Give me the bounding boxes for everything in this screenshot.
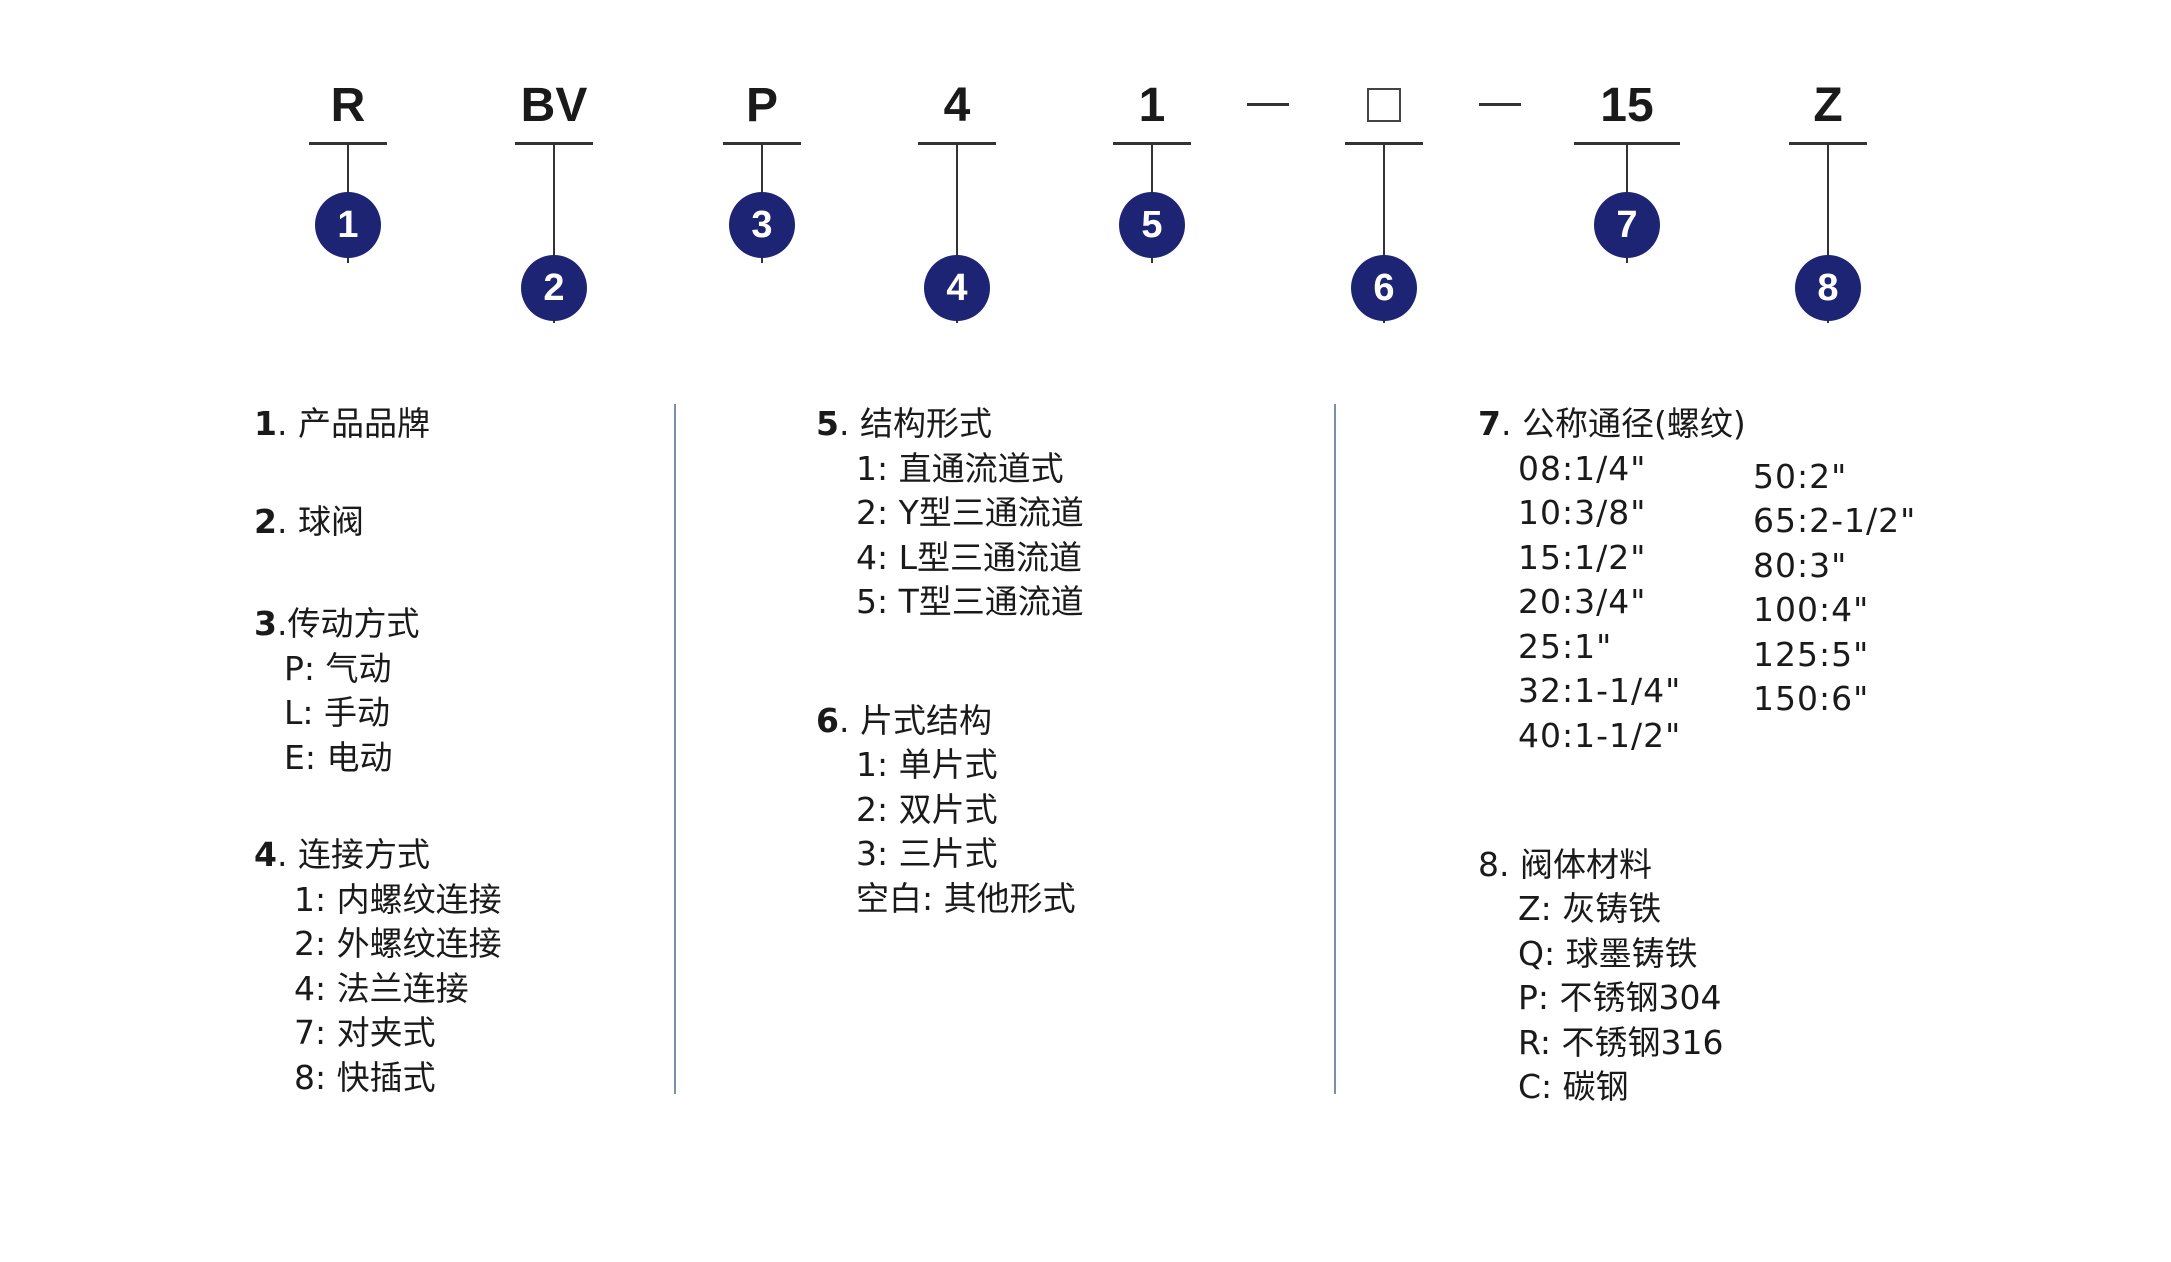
code-segment-connection: 4 4 [897, 70, 1017, 323]
code-segment-brand: R 1 [288, 70, 408, 263]
number-badge: 3 [729, 192, 795, 258]
legend-heading-nominal-size: 7. 公称通径(螺纹) [1478, 404, 1746, 443]
list-item: 10:3/8" [1518, 493, 1647, 532]
code-segment-text: BV [520, 79, 588, 132]
size-list-right: 50:2" 65:2-1/2" 80:3" 100:4" 125:5" 150:… [1753, 455, 1916, 722]
list-item: 20:3/4" [1518, 582, 1647, 621]
legend-column-1: 1. 产品品牌 2. 球阀 3.传动方式 P: 气动 L: 手动 E: 电动 4… [254, 402, 502, 1100]
code-segment-structure: 1 5 [1092, 70, 1212, 263]
list-item: 125:5" [1753, 634, 1870, 674]
code-segment-text: 4 [943, 79, 971, 132]
list-item: 08:1/4" [1518, 448, 1647, 488]
list-item: L: 手动 [284, 693, 390, 732]
legend-heading-body-material: 8. 阀体材料 [1478, 844, 1652, 884]
number-badge: 6 [1351, 255, 1417, 321]
list-item: 100:4" [1753, 590, 1870, 629]
list-item: 5: T型三通流道 [856, 582, 1084, 621]
list-item: 65:2-1/2" [1753, 501, 1917, 540]
number-badge: 5 [1119, 192, 1185, 258]
number-badge: 7 [1594, 192, 1660, 258]
legend-column-3: 7. 公称通径(螺纹) 08:1/4" 10:3/8" 15:1/2" 20:3… [1478, 402, 1915, 1110]
list-item: 32:1-1/4" [1518, 671, 1682, 710]
list-item: 80:3" [1753, 545, 1848, 585]
list-item: 50:2" [1753, 456, 1848, 496]
code-segment-text: Z [1813, 79, 1843, 132]
list-item: 2: Y型三通流道 [856, 493, 1084, 532]
legend-heading-piece-structure: 6. 片式结构 [816, 700, 992, 740]
code-segment-text: R [330, 79, 366, 132]
code-segment-text: 1 [1138, 79, 1166, 132]
code-segment-material: Z 8 [1768, 70, 1888, 323]
list-item: 空白: 其他形式 [856, 878, 1076, 918]
number-badge: 1 [315, 192, 381, 258]
column-divider [674, 404, 676, 1094]
legend-heading-brand: 1. 产品品牌 [254, 404, 430, 443]
segment-connector [1827, 143, 1829, 323]
list-item: C: 碳钢 [1518, 1067, 1629, 1106]
code-segment-piece-structure: 6 [1324, 70, 1444, 323]
list-item: 1: 直通流道式 [856, 448, 1064, 488]
number-badge: 4 [924, 255, 990, 321]
list-item: 4: L型三通流道 [856, 537, 1082, 577]
list-item: 15:1/2" [1518, 537, 1647, 577]
empty-box-icon [1367, 88, 1401, 122]
list-item: 4: 法兰连接 [294, 968, 469, 1008]
list-item: 25:1" [1518, 626, 1613, 666]
legend-heading-ball-valve: 2. 球阀 [254, 501, 364, 541]
list-item: 2: 双片式 [856, 789, 998, 829]
list-item: 2: 外螺纹连接 [294, 924, 502, 963]
legend-heading-structure: 5. 结构形式 [816, 404, 992, 443]
column-divider [1334, 404, 1336, 1094]
model-code-diagram: R 1 BV 2 P 3 4 4 1 5 6 15 7 [0, 0, 2171, 340]
list-item: E: 电动 [284, 737, 393, 777]
list-item: 8: 快插式 [294, 1057, 436, 1097]
list-item: R: 不锈钢316 [1518, 1022, 1724, 1062]
list-item: Q: 球墨铸铁 [1518, 933, 1698, 973]
list-item: 3: 三片式 [856, 834, 998, 873]
legend-heading-connection: 4. 连接方式 [254, 835, 430, 874]
list-item: 40:1-1/2" [1518, 715, 1682, 755]
segment-connector [956, 143, 958, 323]
size-list-left: 08:1/4" 10:3/8" 15:1/2" 20:3/4" 25:1" 32… [1518, 447, 1681, 759]
list-item: 150:6" [1753, 679, 1870, 718]
list-item: 1: 内螺纹连接 [294, 879, 502, 919]
list-item: 1: 单片式 [856, 745, 998, 784]
number-badge: 8 [1795, 255, 1861, 321]
list-item: Z: 灰铸铁 [1518, 889, 1662, 928]
legend-column-2: 5. 结构形式 1: 直通流道式 2: Y型三通流道 4: L型三通流道 5: … [816, 402, 1084, 921]
placeholder-box [1324, 70, 1444, 142]
separator-dash [1479, 103, 1521, 106]
separator-dash [1247, 103, 1289, 106]
segment-connector [1383, 143, 1385, 323]
code-segment-type: BV 2 [494, 70, 614, 323]
list-item: P: 气动 [284, 648, 392, 688]
code-segment-actuation: P 3 [702, 70, 822, 263]
list-item: P: 不锈钢304 [1518, 978, 1722, 1017]
segment-connector [553, 143, 555, 323]
code-segment-text: 15 [1600, 79, 1654, 132]
code-segment-text: P [745, 79, 778, 132]
list-item: 7: 对夹式 [294, 1013, 436, 1052]
legend-heading-actuation: 3.传动方式 [254, 604, 420, 643]
number-badge: 2 [521, 255, 587, 321]
nominal-size-table: 08:1/4" 10:3/8" 15:1/2" 20:3/4" 25:1" 32… [1478, 447, 1915, 759]
code-segment-nominal-size: 15 7 [1567, 70, 1687, 263]
